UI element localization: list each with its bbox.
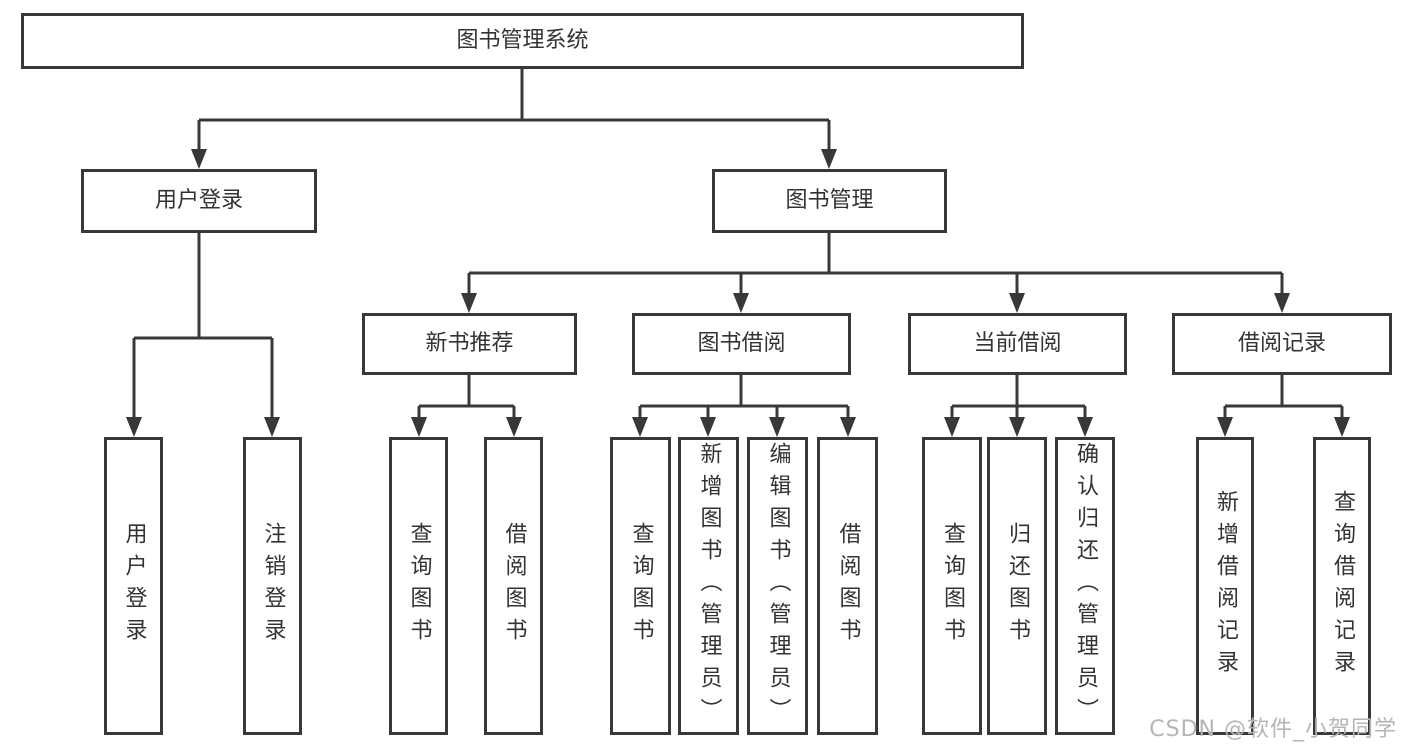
node-label: 确认归还（管理员） (1073, 442, 1098, 730)
node-label: 当前借阅 (973, 331, 1062, 356)
node-label: 用户登录 (121, 522, 147, 650)
connector-new-book-to-leaves (417, 375, 516, 419)
arrowhead (1217, 417, 1233, 437)
connector-book-management-to-level3 (467, 233, 1284, 295)
leaf-borrow-books: 借阅图书 (484, 437, 543, 735)
arrowhead (461, 293, 477, 313)
node-label: 图书管理系统 (456, 28, 589, 53)
arrowhead (1077, 417, 1093, 437)
arrowhead (506, 417, 522, 437)
node-label: 注销登录 (260, 522, 286, 650)
arrowhead (944, 417, 960, 437)
arrowhead (1009, 417, 1025, 437)
arrowhead (191, 149, 207, 169)
arrowhead (1274, 293, 1290, 313)
node-label: 新增图书（管理员） (696, 442, 722, 730)
node-book-management: 图书管理 (712, 169, 947, 233)
node-label: 查询图书 (940, 522, 965, 650)
node-label: 用户登录 (154, 188, 243, 213)
node-library-management-system: 图书管理系统 (21, 13, 1024, 69)
arrowhead (411, 417, 427, 437)
arrowhead (769, 417, 785, 437)
node-label: 新增借阅记录 (1213, 490, 1238, 682)
arrowhead (733, 293, 749, 313)
node-label: 查询图书 (628, 522, 654, 650)
connector-user-login-to-leaves (132, 233, 274, 419)
leaf-query-books: 查询图书 (610, 437, 671, 735)
connector-root-to-level2 (197, 69, 831, 151)
node-book-borrow: 图书借阅 (632, 313, 851, 375)
node-label: 查询借阅记录 (1330, 490, 1355, 682)
node-label: 图书借阅 (697, 331, 786, 356)
node-new-book-recommend: 新书推荐 (362, 313, 577, 375)
leaf-user-login: 用户登录 (104, 437, 163, 735)
leaf-query-borrow-record: 查询借阅记录 (1313, 437, 1371, 735)
node-label: 新书推荐 (425, 331, 514, 356)
leaf-query-books: 查询图书 (389, 437, 448, 735)
leaf-add-books-admin: 新增图书（管理员） (678, 437, 739, 735)
arrowhead (1334, 417, 1350, 437)
arrowhead (126, 417, 142, 437)
connector-book-borrow-to-leaves (638, 375, 850, 419)
node-label: 借阅图书 (501, 522, 527, 650)
node-label: 图书管理 (785, 188, 874, 213)
node-current-borrow: 当前借阅 (908, 313, 1127, 375)
node-label: 归还图书 (1005, 522, 1030, 650)
leaf-return-books: 归还图书 (987, 437, 1047, 735)
connector-current-borrow-to-leaves (950, 375, 1087, 419)
node-label: 借阅图书 (835, 522, 861, 650)
node-user-login: 用户登录 (81, 169, 317, 233)
csdn-watermark: CSDN @软件_小贺同学 (1149, 717, 1397, 742)
connector-borrow-records-to-leaves (1223, 375, 1344, 419)
leaf-logout: 注销登录 (243, 437, 302, 735)
arrowhead (1009, 293, 1025, 313)
node-label: 借阅记录 (1237, 331, 1326, 356)
node-label: 编辑图书（管理员） (765, 442, 791, 730)
leaf-query-books: 查询图书 (922, 437, 982, 735)
arrowhead (840, 417, 856, 437)
leaf-borrow-books: 借阅图书 (817, 437, 878, 735)
arrowhead (821, 149, 837, 169)
node-borrow-records: 借阅记录 (1172, 313, 1392, 375)
leaf-edit-books-admin: 编辑图书（管理员） (747, 437, 808, 735)
arrowhead (700, 417, 716, 437)
leaf-confirm-return-admin: 确认归还（管理员） (1055, 437, 1115, 735)
arrowhead (264, 417, 280, 437)
arrowhead (632, 417, 648, 437)
leaf-add-borrow-record: 新增借阅记录 (1196, 437, 1254, 735)
node-label: 查询图书 (406, 522, 432, 650)
